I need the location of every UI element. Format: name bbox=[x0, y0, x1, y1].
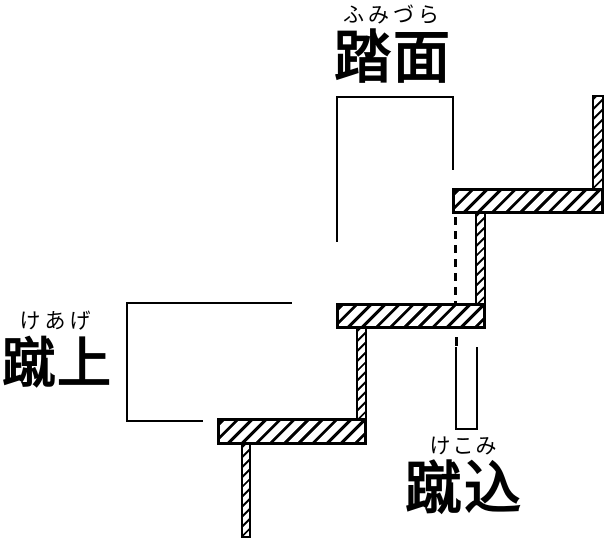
tread-bracket-horizontal bbox=[336, 96, 454, 98]
stair-riser-mid-upper bbox=[475, 212, 486, 305]
label-kick-kanji: 蹴込 bbox=[405, 456, 523, 522]
riser-bracket-top-horizontal bbox=[126, 302, 292, 304]
label-riser-furigana: けあげ bbox=[19, 309, 95, 333]
kick-bracket-dash bbox=[455, 337, 458, 346]
stair-tread-middle bbox=[336, 303, 486, 329]
label-riser-kanji: 蹴上 bbox=[2, 332, 112, 395]
stair-tread-top bbox=[452, 188, 604, 214]
riser-bracket-bottom-horizontal bbox=[126, 420, 203, 422]
tread-bracket-right-vertical bbox=[452, 96, 454, 170]
tread-bracket-left-vertical bbox=[336, 96, 338, 242]
kick-bracket-bottom-horizontal bbox=[455, 428, 478, 430]
kick-bracket-left-vertical bbox=[455, 347, 457, 430]
nosing-projection-dashed-line bbox=[454, 217, 457, 304]
label-tread-kanji: 踏面 bbox=[334, 25, 452, 91]
label-kick-furigana: けこみ bbox=[429, 434, 499, 458]
riser-bracket-vertical bbox=[126, 302, 128, 422]
label-tread-furigana: ふみづら bbox=[343, 3, 443, 27]
label-tread: ふみづら 踏面 bbox=[303, 3, 483, 88]
label-riser: けあげ 蹴上 bbox=[0, 309, 114, 394]
stair-tread-bottom bbox=[217, 418, 367, 445]
stair-riser-upper bbox=[592, 95, 604, 190]
stair-riser-mid-lower bbox=[356, 327, 367, 420]
kick-bracket-right-vertical bbox=[476, 347, 478, 430]
label-kick: けこみ 蹴込 bbox=[383, 434, 545, 519]
stair-riser-lower bbox=[241, 443, 251, 538]
